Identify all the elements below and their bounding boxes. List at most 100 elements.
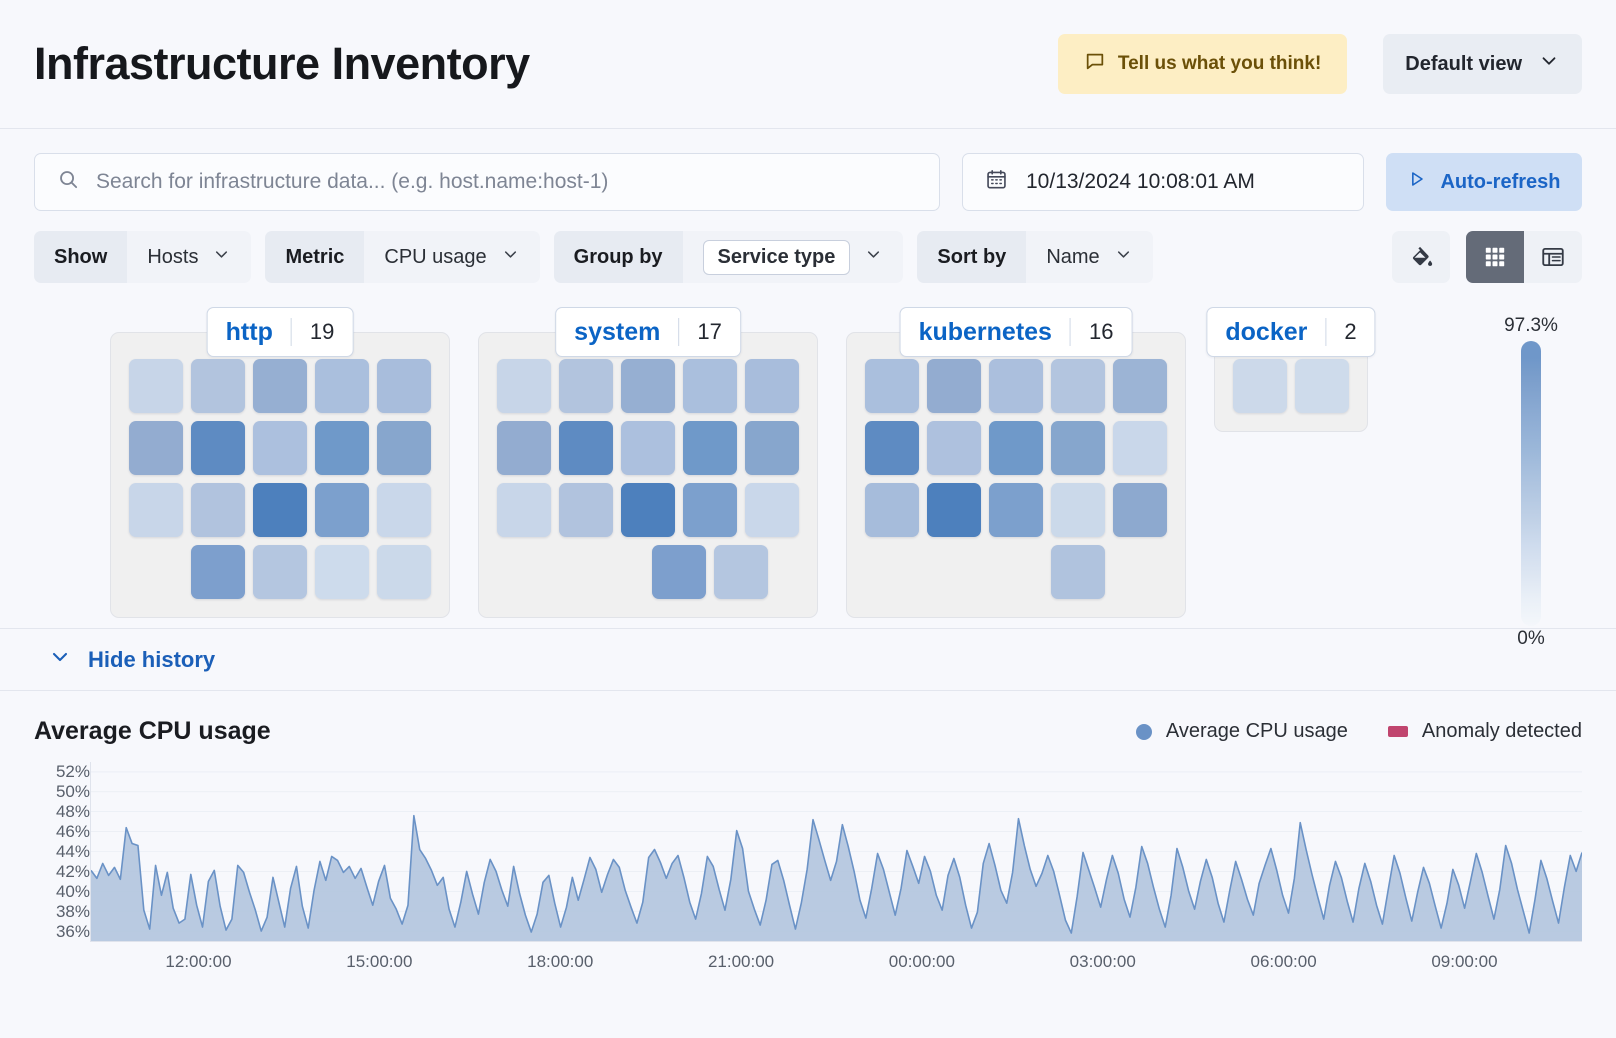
host-cell[interactable] [865,421,919,475]
host-cell[interactable] [652,545,706,599]
host-cell[interactable] [683,421,737,475]
group-badge[interactable]: docker2 [1206,307,1375,357]
group-http: http19 [110,307,450,618]
host-cell[interactable] [191,421,245,475]
host-cell[interactable] [1113,359,1167,413]
host-cell[interactable] [315,359,369,413]
host-cell[interactable] [191,545,245,599]
host-cell[interactable] [253,421,307,475]
host-cell[interactable] [865,359,919,413]
host-cell[interactable] [559,421,613,475]
filter-group-by-value[interactable]: Service type [683,231,904,283]
y-tick-label: 48% [56,802,90,822]
host-cell[interactable] [927,421,981,475]
search-input[interactable]: Search for infrastructure data... (e.g. … [34,153,940,211]
host-cell[interactable] [1051,545,1105,599]
legend-dot-icon [1136,724,1152,740]
filter-show-value[interactable]: Hosts [127,231,251,283]
x-tick-label: 03:00:00 [1070,952,1136,972]
feedback-button[interactable]: Tell us what you think! [1058,34,1347,94]
host-cell[interactable] [621,483,675,537]
host-cell[interactable] [745,359,799,413]
host-cell[interactable] [497,483,551,537]
page-header: Infrastructure Inventory Tell us what yo… [0,0,1616,129]
host-cell[interactable] [377,483,431,537]
host-cell[interactable] [1233,359,1287,413]
search-icon [57,168,80,196]
host-cell[interactable] [191,359,245,413]
host-cell[interactable] [989,421,1043,475]
host-cell[interactable] [927,483,981,537]
chevron-down-icon [212,245,231,270]
host-cell[interactable] [683,483,737,537]
filter-metric-text: CPU usage [384,246,486,269]
host-cell[interactable] [559,483,613,537]
host-cell[interactable] [1113,483,1167,537]
host-cell[interactable] [191,483,245,537]
host-cell[interactable] [989,359,1043,413]
cell-row [865,359,1167,413]
auto-refresh-button[interactable]: Auto-refresh [1386,153,1582,211]
host-cell[interactable] [497,359,551,413]
chevron-down-icon [864,245,883,270]
host-cell[interactable] [377,421,431,475]
legend-item-average-cpu-usage[interactable]: Average CPU usage [1136,720,1348,743]
filter-sort-by-value[interactable]: Name [1026,231,1152,283]
filter-metric-value[interactable]: CPU usage [364,231,539,283]
group-docker: docker2 [1214,307,1368,618]
chart-header: Average CPU usage Average CPU usage Anom… [34,717,1582,746]
filter-show-label: Show [34,231,127,283]
host-cell[interactable] [129,359,183,413]
host-cell[interactable] [253,359,307,413]
host-cell[interactable] [621,421,675,475]
host-cell[interactable] [559,359,613,413]
host-cell[interactable] [315,545,369,599]
host-cell[interactable] [714,545,768,599]
host-cell[interactable] [745,483,799,537]
host-cell[interactable] [745,421,799,475]
host-cell[interactable] [129,483,183,537]
date-picker[interactable]: 10/13/2024 10:08:01 AM [962,153,1364,211]
cell-row [865,421,1167,475]
y-axis: 52%50%48%46%44%42%40%38%36% [34,762,90,942]
host-cell[interactable] [1051,359,1105,413]
view-mode-switch [1466,231,1582,283]
host-cell[interactable] [989,483,1043,537]
host-cell[interactable] [377,359,431,413]
x-axis: 12:00:0015:00:0018:00:0021:00:0000:00:00… [90,942,1582,982]
default-view-button[interactable]: Default view [1383,34,1582,94]
paint-bucket-icon[interactable] [1392,231,1450,283]
host-cell[interactable] [865,483,919,537]
group-badge[interactable]: system17 [555,307,741,357]
y-tick-label: 36% [56,922,90,942]
legend-item-anomaly-detected[interactable]: Anomaly detected [1388,720,1582,743]
group-count: 2 [1326,319,1374,345]
host-cell[interactable] [1051,483,1105,537]
filter-group-by-text: Service type [703,240,851,275]
calendar-icon [985,168,1008,196]
host-cell[interactable] [377,545,431,599]
x-tick-label: 12:00:00 [165,952,231,972]
host-cell[interactable] [253,483,307,537]
table-view-icon[interactable] [1524,231,1582,283]
host-cell[interactable] [315,421,369,475]
y-tick-label: 42% [56,862,90,882]
host-cell[interactable] [253,545,307,599]
group-count: 17 [679,319,739,345]
host-cell[interactable] [315,483,369,537]
hide-history-toggle[interactable]: Hide history [0,629,1616,691]
host-cell[interactable] [497,421,551,475]
group-badge[interactable]: http19 [207,307,354,357]
host-cell[interactable] [1051,421,1105,475]
host-cell[interactable] [1295,359,1349,413]
cell-row [497,483,799,537]
host-cell[interactable] [1113,421,1167,475]
x-tick-label: 21:00:00 [708,952,774,972]
host-cell[interactable] [621,359,675,413]
x-tick-label: 00:00:00 [889,952,955,972]
grid-view-icon[interactable] [1466,231,1524,283]
host-cell[interactable] [129,421,183,475]
group-badge[interactable]: kubernetes16 [900,307,1133,357]
host-cell[interactable] [683,359,737,413]
host-cell[interactable] [927,359,981,413]
